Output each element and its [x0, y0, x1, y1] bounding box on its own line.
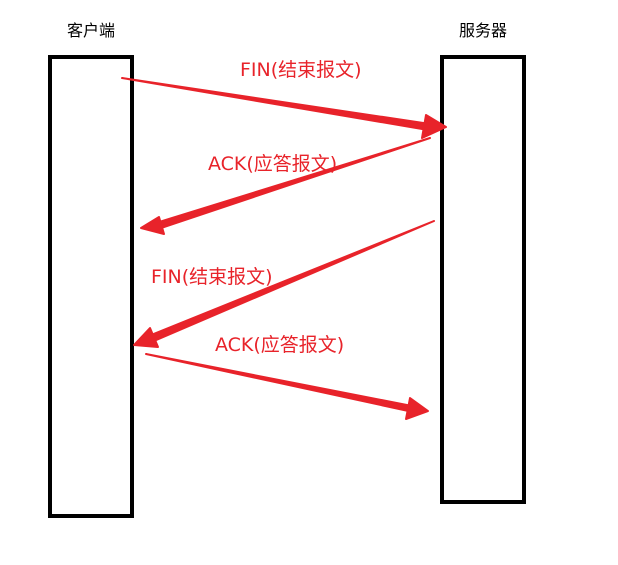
client-title: 客户端 [67, 21, 115, 40]
message-label-1: FIN(结束报文) [240, 59, 362, 81]
message-arrow-2 [140, 137, 431, 235]
client-lifeline-box [48, 55, 134, 518]
message-label-4: ACK(应答报文) [215, 334, 344, 356]
message-arrow-3 [133, 220, 435, 348]
arrow-shaft [155, 137, 431, 230]
message-label-3: FIN(结束报文) [151, 266, 273, 288]
arrow-shaft [145, 353, 414, 413]
message-arrow-1 [121, 77, 447, 139]
message-label-2: ACK(应答报文) [208, 153, 337, 175]
arrow-shaft [121, 77, 431, 131]
arrowhead [140, 216, 165, 235]
message-arrow-4 [145, 353, 429, 420]
arrowhead [421, 114, 447, 139]
server-lifeline-box [440, 55, 526, 504]
arrowhead [133, 327, 159, 348]
arrowhead [405, 397, 429, 420]
server-title: 服务器 [459, 21, 507, 40]
